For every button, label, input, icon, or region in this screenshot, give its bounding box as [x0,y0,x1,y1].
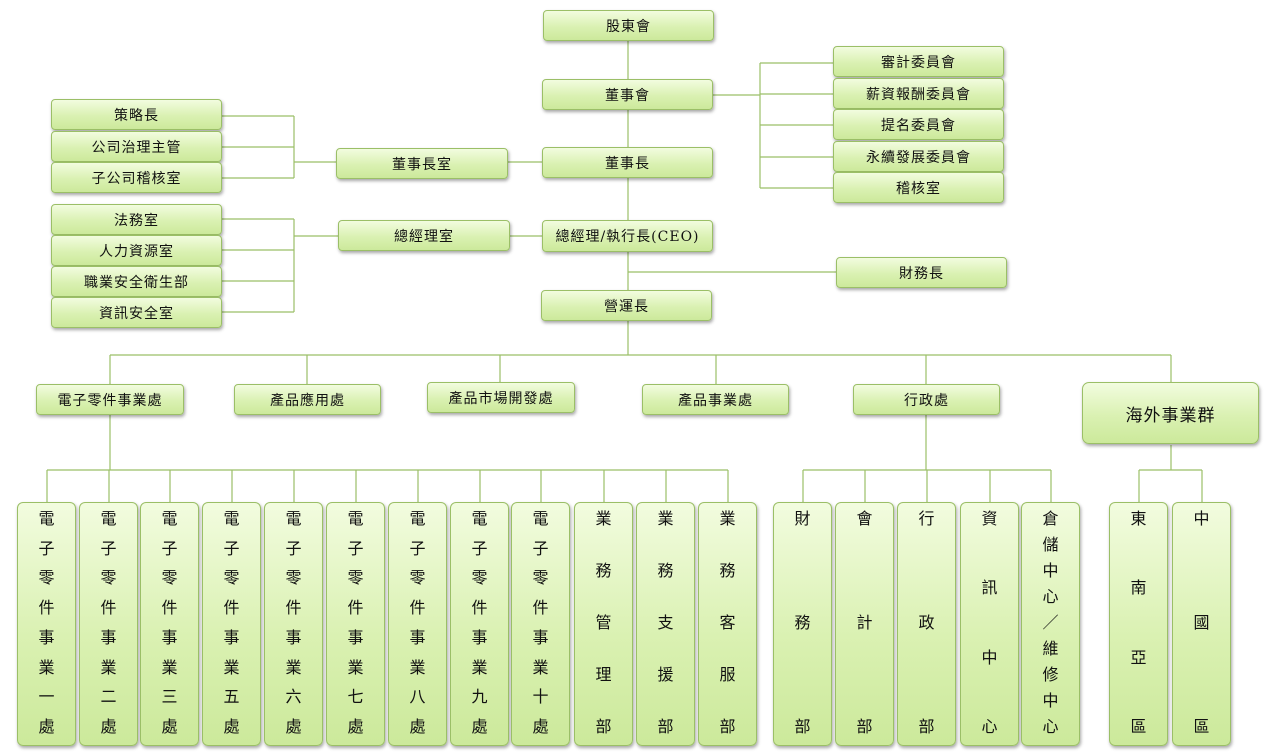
committee-remuneration: 薪資報酬委員會 [833,78,1004,109]
electronics-unit-9: 電子零件事業十處 [511,502,570,746]
shareholders-box: 股東會 [543,10,714,41]
committee-audit: 審計委員會 [833,46,1004,77]
coo-box: 營運長 [541,290,712,321]
gm-office-box: 總經理室 [338,220,510,251]
electronics-unit-6: 電子零件事業七處 [326,502,385,746]
overseas-unit-1: 東南亞區 [1109,502,1168,746]
chief-strategy-box: 策略長 [51,99,222,130]
electronics-unit-10: 業務管理部 [574,502,633,746]
division-market-development: 產品市場開發處 [427,382,575,413]
electronics-unit-3: 電子零件事業三處 [140,502,199,746]
chairman-box: 董事長 [542,147,713,178]
electronics-unit-11: 業務支援部 [636,502,695,746]
electronics-unit-4: 電子零件事業五處 [202,502,261,746]
info-security-box: 資訊安全室 [51,297,222,328]
electronics-unit-1: 電子零件事業一處 [17,502,76,746]
electronics-unit-2: 電子零件事業二處 [79,502,138,746]
occupational-safety-box: 職業安全衛生部 [51,266,222,297]
committee-nomination: 提名委員會 [833,109,1004,140]
division-administration: 行政處 [853,384,1000,415]
division-product-application: 產品應用處 [234,384,381,415]
electronics-unit-12: 業務客服部 [698,502,757,746]
hr-office-box: 人力資源室 [51,235,222,266]
board-box: 董事會 [542,79,713,110]
electronics-unit-7: 電子零件事業八處 [388,502,447,746]
committee-sustainability: 永續發展委員會 [833,141,1004,172]
corporate-governance-box: 公司治理主管 [51,131,222,162]
division-product-business: 產品事業處 [642,384,789,415]
subsidiary-audit-box: 子公司稽核室 [51,162,222,193]
electronics-unit-8: 電子零件事業九處 [450,502,509,746]
admin-unit-3: 行政部 [897,502,956,746]
admin-unit-5: 倉儲中心／維修中心 [1021,502,1080,746]
internal-audit-office: 稽核室 [833,172,1004,203]
cfo-box: 財務長 [836,257,1007,288]
division-electronics: 電子零件事業處 [36,384,184,415]
admin-unit-1: 財務部 [773,502,832,746]
admin-unit-2: 會計部 [835,502,894,746]
chairman-office-box: 董事長室 [336,148,508,179]
admin-unit-4: 資訊中心 [960,502,1019,746]
legal-office-box: 法務室 [51,204,222,235]
division-overseas: 海外事業群 [1082,382,1259,444]
electronics-unit-5: 電子零件事業六處 [264,502,323,746]
overseas-unit-2: 中國區 [1172,502,1231,746]
ceo-box: 總經理/執行長(CEO) [542,220,713,252]
